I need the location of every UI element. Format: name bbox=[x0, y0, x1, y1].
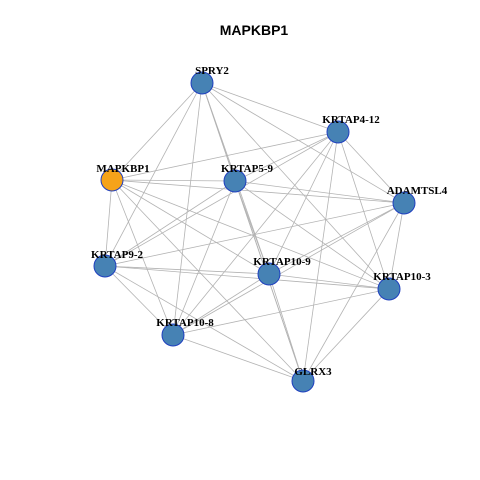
edge-krtap10-8-glrx3 bbox=[172, 334, 304, 382]
node-label-krtap9-2: KRTAP9-2 bbox=[91, 249, 143, 261]
edge-adamtsl4-krtap10-3 bbox=[388, 202, 405, 290]
node-label-krtap5-9: KRTAP5-9 bbox=[221, 163, 273, 175]
edge-mapkbp1-adamtsl4 bbox=[111, 179, 405, 204]
edge-krtap9-2-glrx3 bbox=[104, 265, 304, 382]
node-label-krtap10-3: KRTAP10-3 bbox=[373, 271, 431, 283]
node-label-glrx3: GLRX3 bbox=[294, 366, 332, 378]
edge-spry2-adamtsl4 bbox=[201, 82, 405, 204]
edge-krtap4-12-krtap10-3 bbox=[337, 131, 390, 290]
edge-krtap4-12-adamtsl4 bbox=[337, 131, 405, 204]
edge-krtap10-3-glrx3 bbox=[302, 288, 390, 382]
edge-adamtsl4-krtap10-9 bbox=[268, 202, 405, 275]
node-label-spry2: SPRY2 bbox=[195, 65, 229, 77]
edge-krtap9-2-krtap10-9 bbox=[104, 265, 270, 275]
edge-spry2-krtap10-3 bbox=[201, 82, 390, 290]
edge-mapkbp1-krtap5-9 bbox=[111, 179, 236, 182]
edge-adamtsl4-krtap10-8 bbox=[172, 202, 405, 336]
edge-krtap4-12-mapkbp1 bbox=[111, 131, 339, 181]
node-adamtsl4[interactable] bbox=[392, 191, 416, 215]
edge-krtap4-12-krtap5-9 bbox=[234, 131, 339, 182]
edge-krtap9-2-krtap10-3 bbox=[104, 265, 390, 290]
edge-spry2-mapkbp1 bbox=[111, 82, 203, 181]
edge-krtap10-3-krtap10-8 bbox=[172, 288, 390, 336]
edge-krtap5-9-adamtsl4 bbox=[234, 180, 405, 204]
edge-adamtsl4-krtap9-2 bbox=[104, 202, 405, 267]
edge-spry2-krtap4-12 bbox=[201, 82, 339, 133]
edge-krtap5-9-krtap10-8 bbox=[172, 180, 236, 336]
node-label-krtap4-12: KRTAP4-12 bbox=[322, 114, 380, 126]
node-krtap10-3[interactable] bbox=[377, 277, 401, 301]
edge-krtap10-9-krtap10-3 bbox=[268, 273, 390, 290]
node-mapkbp1[interactable] bbox=[100, 168, 124, 192]
edge-adamtsl4-glrx3 bbox=[302, 202, 405, 382]
node-spry2[interactable] bbox=[190, 71, 214, 95]
edge-spry2-krtap10-8 bbox=[172, 82, 203, 336]
node-krtap4-12[interactable] bbox=[326, 120, 350, 144]
edge-mapkbp1-krtap10-9 bbox=[111, 179, 270, 275]
edge-mapkbp1-krtap10-8 bbox=[111, 179, 174, 336]
edge-krtap10-9-glrx3 bbox=[268, 273, 304, 382]
node-krtap9-2[interactable] bbox=[93, 254, 117, 278]
edge-krtap4-12-krtap10-8 bbox=[172, 131, 339, 336]
node-label-krtap10-8: KRTAP10-8 bbox=[156, 317, 214, 329]
node-krtap5-9[interactable] bbox=[223, 169, 247, 193]
edge-krtap10-9-krtap10-8 bbox=[172, 273, 270, 336]
node-layer bbox=[93, 71, 416, 393]
edge-krtap5-9-krtap10-3 bbox=[234, 180, 390, 290]
edge-krtap5-9-krtap9-2 bbox=[104, 180, 236, 267]
node-label-mapkbp1: MAPKBP1 bbox=[96, 163, 149, 175]
edge-mapkbp1-glrx3 bbox=[111, 179, 304, 382]
node-glrx3[interactable] bbox=[291, 369, 315, 393]
edge-mapkbp1-krtap9-2 bbox=[104, 179, 113, 267]
edge-mapkbp1-krtap10-3 bbox=[111, 179, 390, 290]
node-krtap10-8[interactable] bbox=[161, 323, 185, 347]
node-krtap10-9[interactable] bbox=[257, 262, 281, 286]
edge-krtap4-12-krtap9-2 bbox=[104, 131, 339, 267]
edge-krtap4-12-glrx3 bbox=[302, 131, 339, 382]
edge-layer bbox=[104, 82, 405, 382]
graph-title: MAPKBP1 bbox=[220, 22, 289, 38]
edge-krtap9-2-krtap10-8 bbox=[104, 265, 174, 336]
node-label-adamtsl4: ADAMTSL4 bbox=[387, 185, 448, 197]
edge-spry2-krtap9-2 bbox=[104, 82, 203, 267]
node-label-krtap10-9: KRTAP10-9 bbox=[253, 256, 311, 268]
edge-krtap4-12-krtap10-9 bbox=[268, 131, 339, 275]
